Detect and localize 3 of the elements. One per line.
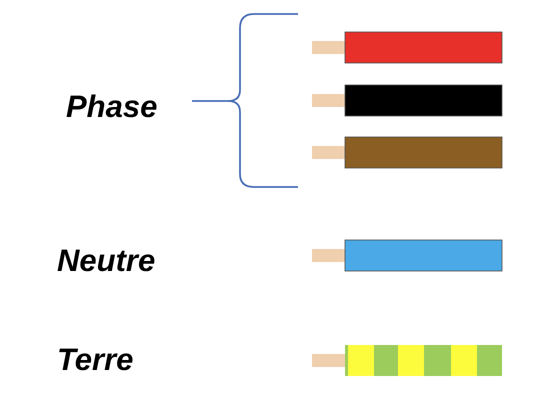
wire-label: Terre xyxy=(57,342,134,378)
wire-label: Neutre xyxy=(57,243,156,279)
wire-label: Phase xyxy=(66,89,158,125)
